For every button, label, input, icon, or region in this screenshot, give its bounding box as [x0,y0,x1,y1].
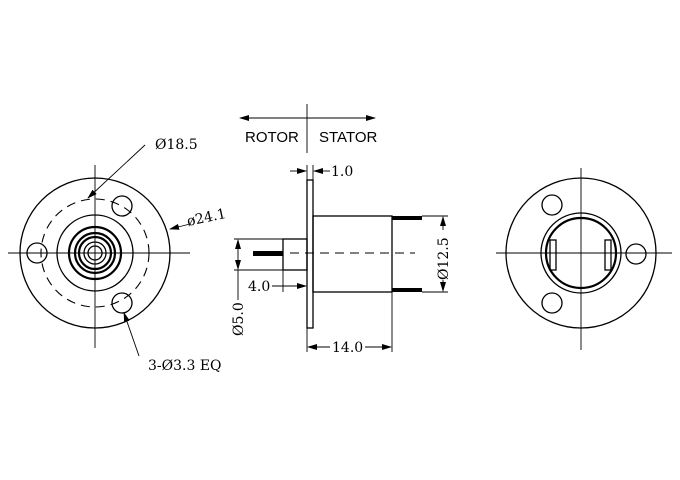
flange-outline [19,177,171,329]
hub-ring [67,225,123,281]
shaft-ring [87,245,103,261]
shaft-length-dim: 4.0 [248,279,270,295]
front-view-rotor-side: Ø18.5 ø24.1 3-Ø3.3 EQ [8,137,228,374]
leader-line [169,223,191,230]
body-outline [56,214,134,292]
rotor-stator-indicator: ROTOR STATOR [239,104,378,153]
holes-dim: 3-Ø3.3 EQ [148,358,222,374]
rear-view-stator-side [496,168,672,350]
flange-outline [505,177,657,329]
mounting-hole [111,292,133,314]
rotor-lead [253,251,283,256]
mounting-hole [541,194,563,216]
rotor-shaft [282,238,308,271]
shaft-diameter-dim: Ø5.0 [231,302,247,336]
body-length-dim: 14.0 [332,340,363,356]
flange [306,179,314,329]
stator-lead [392,288,422,292]
rotor-label: ROTOR [245,129,299,146]
mounting-hole [26,242,48,264]
side-view: 1.0 4.0 Ø5.0 14.0 Ø12.5 [231,164,452,356]
stator-body [312,215,393,293]
hub-ring [73,231,117,275]
bolt-circle-dim: Ø18.5 [155,137,198,153]
body-inner-ring [544,216,618,290]
lead-slot [604,239,612,271]
body-outline [540,212,622,294]
body-diameter-dim: Ø12.5 [436,237,452,280]
flange-thickness-dim: 1.0 [331,164,353,180]
mounting-hole [625,243,647,265]
stator-lead [392,216,422,220]
lead-slot [549,239,557,271]
leader-line [123,312,140,357]
outer-diameter-dim: ø24.1 [186,206,228,230]
mounting-hole [111,195,133,217]
bolt-circle [40,198,150,308]
stator-label: STATOR [319,129,378,146]
mounting-hole [541,292,563,314]
leader-line [87,144,146,199]
shaft-ring [83,241,107,265]
hub-ring [77,235,113,271]
